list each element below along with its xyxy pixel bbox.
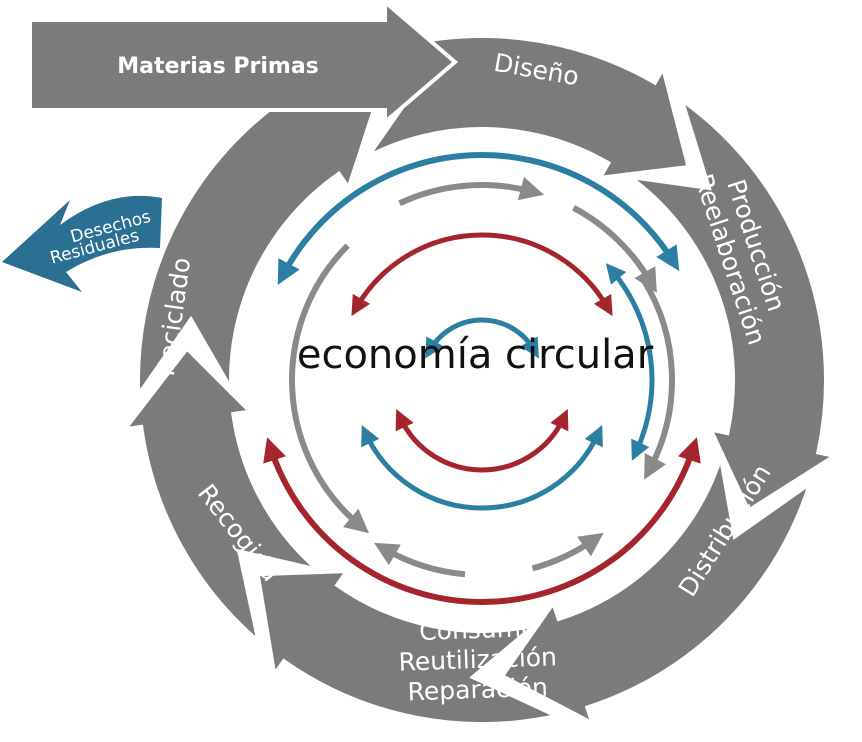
raw-materials-arrow: Materias Primas (28, 0, 459, 127)
residual-waste-arrow: Desechos Residuales (2, 195, 162, 292)
outer-cycle-ring (115, 32, 845, 732)
inner-arc-red-small-bottom (395, 408, 569, 473)
inner-arc-gray-bottom-left (374, 542, 466, 578)
inner-arc-red-outer (263, 437, 701, 605)
inner-arc-blue-mid-bottom (361, 425, 603, 511)
inner-arc-blue-small-top (425, 317, 539, 359)
center-title: economía circular (297, 332, 654, 378)
stage-label-reparacion: Reparación (407, 673, 548, 707)
inner-loops (263, 152, 701, 605)
inner-arc-gray-right (640, 277, 675, 480)
inner-arc-blue-right (605, 263, 655, 461)
stage-label-reutilizacion: Reutilización (398, 642, 557, 677)
ring-segment-consumo (252, 566, 569, 728)
stage-label-consumo: Consumo (419, 613, 537, 646)
inner-arc-gray-top-left (398, 176, 545, 206)
inner-arc-gray-left (289, 243, 370, 534)
ring-segment-distribucion (496, 452, 818, 732)
ring-segment-recogida (115, 342, 324, 653)
raw-materials-label: Materias Primas (117, 54, 319, 79)
inner-arc-red-mid-top (351, 232, 613, 317)
inner-arc-blue-outer (277, 152, 680, 285)
ring-segment-produccion (623, 89, 845, 517)
inner-arc-gray-bottom-right (531, 532, 604, 572)
